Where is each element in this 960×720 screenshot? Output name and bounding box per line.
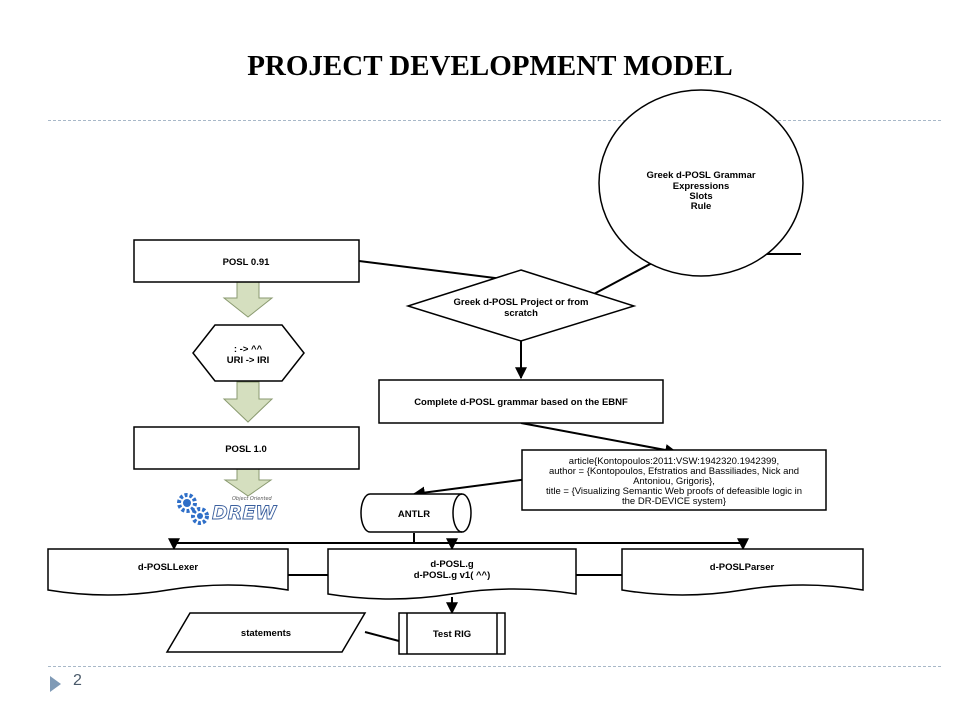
conversion-hexagon: : -> ^^ URI -> IRI <box>192 324 305 382</box>
parser-document: d-POSLParser <box>621 548 864 596</box>
antlr-label: ANTLR <box>398 509 430 520</box>
block-arrow-3 <box>223 466 273 497</box>
parser-label: d-POSLParser <box>710 562 775 573</box>
drew-logo-text: DREW <box>212 502 277 524</box>
conversion-line-2: URI -> IRI <box>227 355 270 366</box>
grammar-circle-line-1: Greek d-POSL Grammar <box>646 170 755 181</box>
posl-10-box: POSL 1.0 <box>133 426 360 470</box>
gear-icon <box>177 493 209 525</box>
drew-logo-subtitle: Object Oriented <box>232 496 273 502</box>
block-arrow-2 <box>222 381 274 423</box>
slide-title: PROJECT DEVELOPMENT MODEL <box>247 50 733 82</box>
citation-line-5: the DR-DEVICE system} <box>622 496 726 507</box>
posl-10-label: POSL 1.0 <box>225 444 267 455</box>
conversion-line-1: : -> ^^ <box>234 344 263 355</box>
grammar-circle-line-4: Rule <box>691 201 712 212</box>
statements-parallelogram: statements <box>165 612 367 653</box>
connector-complete-to-citation <box>520 422 678 456</box>
block-arrow-1 <box>222 280 274 318</box>
grammar-file-line-1: d-POSL.g <box>430 559 473 570</box>
complete-grammar-box: Complete d-POSL grammar based on the EBN… <box>378 379 664 424</box>
test-rig-box: Test RIG <box>398 612 506 655</box>
lexer-document: d-POSLLexer <box>47 548 289 596</box>
test-rig-label: Test RIG <box>433 629 471 640</box>
citation-line-4: title = {Visualizing Semantic Web proofs… <box>546 486 802 497</box>
posl-091-box: POSL 0.91 <box>133 239 360 283</box>
drew-logo: Object Oriented DREW <box>177 493 278 525</box>
connector-posl091-to-decision <box>358 260 521 286</box>
citation-line-2: author = {Kontopoulos, Efstratios and Ba… <box>549 466 799 477</box>
citation-line-1: article{Kontopoulos:2011:VSW:1942320.194… <box>569 456 779 467</box>
page-marker-icon <box>50 676 61 692</box>
antlr-cylinder: ANTLR <box>360 493 472 533</box>
citation-line-3: Antoniou, Grigoris}, <box>633 476 715 487</box>
grammar-circle-line-3: Slots <box>689 191 712 202</box>
decision-line-2: scratch <box>504 308 538 319</box>
decision-diamond: Greek d-POSL Project or from scratch <box>405 269 637 342</box>
citation-box: article{Kontopoulos:2011:VSW:1942320.194… <box>521 449 827 511</box>
statements-label: statements <box>241 628 291 639</box>
connector-statements-to-testrig <box>364 631 400 642</box>
grammar-file-line-2: d-POSL.g v1( ^^) <box>414 570 491 581</box>
complete-grammar-label: Complete d-POSL grammar based on the EBN… <box>414 397 628 408</box>
page-number: 2 <box>73 672 82 689</box>
grammar-circle-line-2: Expressions <box>673 181 730 192</box>
decision-line-1: Greek d-POSL Project or from <box>454 297 589 308</box>
title-divider <box>48 120 941 121</box>
grammar-circle: Greek d-POSL Grammar Expressions Slots R… <box>598 89 804 277</box>
lexer-label: d-POSLLexer <box>138 562 198 573</box>
footer-divider <box>48 666 941 667</box>
posl-091-label: POSL 0.91 <box>223 257 271 268</box>
connectors <box>168 246 801 642</box>
grammar-file-document: d-POSL.g d-POSL.g v1( ^^) <box>327 548 577 600</box>
connector-citation-to-antlr <box>412 477 537 499</box>
